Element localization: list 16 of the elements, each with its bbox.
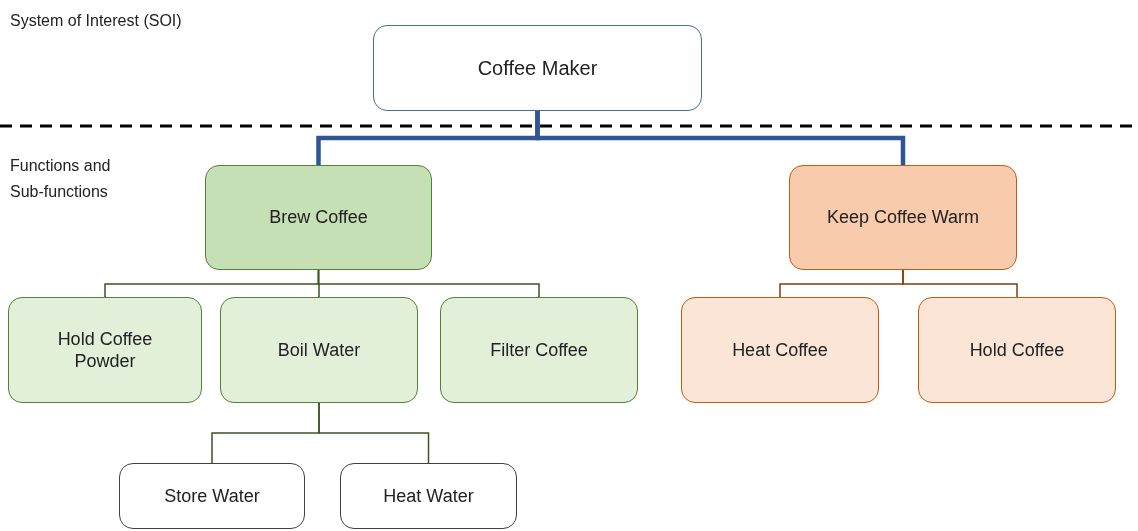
sub-function-box: Heat Coffee bbox=[681, 297, 879, 403]
sub-function-box: Heat Water bbox=[340, 463, 517, 529]
sub-function-box: Hold Coffee Powder bbox=[8, 297, 202, 403]
sub-function-box: Boil Water bbox=[220, 297, 418, 403]
connector-line bbox=[318, 402, 430, 464]
section-label: System of Interest (SOI) bbox=[10, 11, 183, 31]
system-box: Coffee Maker bbox=[373, 25, 702, 111]
connector-line bbox=[902, 269, 1018, 298]
connector-line bbox=[317, 269, 540, 298]
sub-function-box: Store Water bbox=[119, 463, 305, 529]
function-box: Brew Coffee bbox=[205, 165, 432, 270]
sub-function-box: Hold Coffee bbox=[918, 297, 1116, 403]
function-box: Keep Coffee Warm bbox=[789, 165, 1017, 270]
sub-function-box: Filter Coffee bbox=[440, 297, 638, 403]
section-label: Functions and Sub-functions bbox=[10, 156, 112, 202]
connector-line bbox=[535, 111, 906, 165]
